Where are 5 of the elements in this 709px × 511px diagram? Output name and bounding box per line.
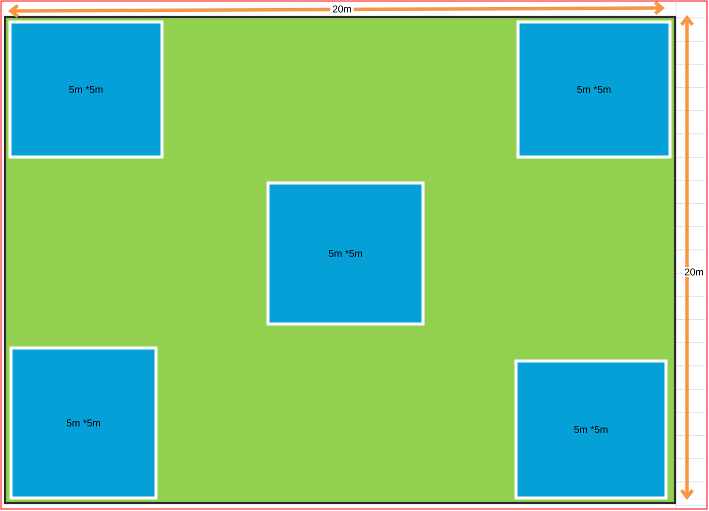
plot-square: 5m *5m — [8, 20, 164, 158]
plot-square: 5m *5m — [516, 20, 672, 158]
plot-square: 5m *5m — [10, 346, 158, 500]
plot-square: 5m *5m — [266, 181, 424, 326]
plot-square: 5m *5m — [514, 359, 668, 500]
